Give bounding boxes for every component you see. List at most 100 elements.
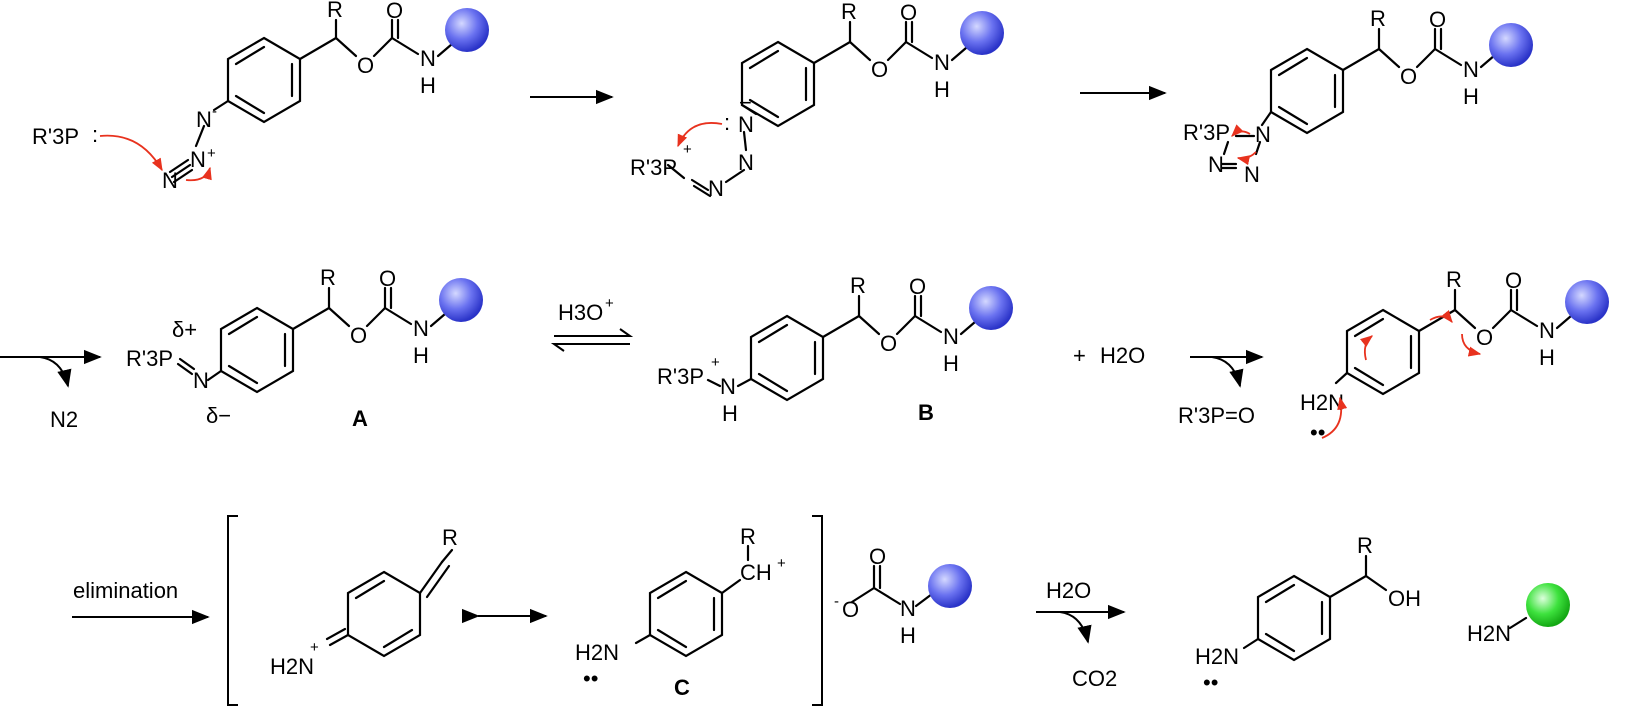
structure-C-benzylic-cation: R CH + H2N •• C <box>575 524 786 700</box>
amide-nitrogen: N <box>413 316 429 341</box>
r-label: R <box>327 0 343 22</box>
amide-hydrogen: H <box>1463 84 1479 109</box>
elimination-label: elimination <box>73 578 178 603</box>
lone-pair: •• <box>1310 420 1325 445</box>
structure-aminobenzyl-alcohol: R OH H2N •• <box>1195 533 1421 695</box>
azide-n1: N <box>196 107 212 132</box>
anion-charge: − <box>739 90 752 115</box>
r-label: R <box>841 0 857 24</box>
lone-pair: : <box>92 122 98 147</box>
structure-azide-carbamate: R O O N H N - N + N <box>162 0 489 193</box>
amino-group: H2N <box>1300 390 1344 415</box>
lone-pair: : <box>724 110 730 135</box>
compound-label-B: B <box>918 400 934 425</box>
decarboxylation-step: H2O CO2 <box>1036 578 1126 691</box>
ether-oxygen: O <box>357 53 374 78</box>
svg-text:H3O: H3O <box>558 300 603 325</box>
left-bracket <box>227 515 238 706</box>
water-label: H2O <box>1100 343 1145 368</box>
anionic-nitrogen: N <box>738 112 754 137</box>
phosphonium-charge: + <box>711 354 720 371</box>
r-label: R <box>442 525 458 550</box>
released-amine-group: H2N <box>1467 621 1511 646</box>
amino-group: H2N <box>575 640 619 665</box>
phosphonium: R'3P <box>657 364 704 389</box>
carbonyl-oxygen: O <box>869 544 886 569</box>
polymer-bead <box>969 286 1013 330</box>
hydrolysis-equilibrium: H3O + <box>550 295 634 352</box>
polymer-bead <box>1489 23 1533 67</box>
compound-label-A: A <box>352 406 368 431</box>
svg-text:R'3P: R'3P <box>657 364 704 389</box>
hydroxyl-group: OH <box>1388 586 1421 611</box>
phosphonium: R'3P <box>630 155 677 180</box>
r-label: R <box>1446 267 1462 292</box>
n2-label: N2 <box>50 407 78 432</box>
ether-oxygen: O <box>350 323 367 348</box>
anilino-nitrogen: N <box>720 374 736 399</box>
r-label: R <box>850 273 866 298</box>
amide-hydrogen: H <box>420 73 436 98</box>
ether-oxygen: O <box>871 57 888 82</box>
structure-carbamate-anion: O - O N H <box>834 544 972 648</box>
ether-oxygen: O <box>1476 325 1493 350</box>
amide-nitrogen: N <box>943 324 959 349</box>
amide-nitrogen: N <box>1539 318 1555 343</box>
carbonyl-oxygen: O <box>379 266 396 291</box>
ether-oxygen: O <box>880 331 897 356</box>
lone-pair: •• <box>583 666 598 691</box>
svg-text:H2N: H2N <box>1300 390 1344 415</box>
co2-label: CO2 <box>1072 666 1117 691</box>
partial-negative: δ− <box>206 403 231 428</box>
amide-nitrogen: N <box>900 596 916 621</box>
svg-text:R'3P: R'3P <box>32 124 79 149</box>
svg-text:R'3P=O: R'3P=O <box>1178 403 1255 428</box>
svg-text:H2O: H2O <box>1100 343 1145 368</box>
ring-n3: N <box>1208 152 1224 177</box>
svg-text:N2: N2 <box>50 407 78 432</box>
green-bead <box>1526 583 1570 627</box>
ylide-phosphorus: R'3P <box>126 346 173 371</box>
n2-loss-step: N2 <box>0 349 102 432</box>
polymer-bead <box>439 278 483 322</box>
polymer-bead <box>445 8 489 52</box>
svg-text:CH: CH <box>740 560 772 585</box>
h3o-label: H3O <box>558 300 603 325</box>
right-bracket <box>812 515 823 706</box>
structure-released-amine: H2N <box>1467 583 1570 646</box>
iminium-charge: + <box>310 639 319 656</box>
amide-hydrogen: H <box>943 351 959 376</box>
h3o-charge: + <box>605 295 614 312</box>
carbonyl-oxygen: O <box>386 0 403 23</box>
svg-text:H2O: H2O <box>1046 578 1091 603</box>
carboxylate-charge: - <box>834 593 839 610</box>
r-label: R <box>740 524 756 549</box>
polymer-bead <box>960 11 1004 55</box>
ether-oxygen: O <box>1400 64 1417 89</box>
svg-text:H2N: H2N <box>1195 644 1239 669</box>
r-label: R <box>320 265 336 290</box>
polymer-bead <box>928 564 972 608</box>
phosphine-reagent: R'3P : <box>32 122 212 182</box>
azide-n2: N <box>190 147 206 172</box>
azide-n1-charge: - <box>212 103 217 120</box>
ring-n3: N <box>708 176 724 201</box>
carbocation-charge: + <box>777 555 786 572</box>
plus-sign: + <box>1073 343 1086 368</box>
structure-A-iminophosphorane: R O O N H R'3P N δ+ δ− A <box>126 265 483 431</box>
ring-phosphorus: R'3P <box>1183 120 1230 145</box>
ring-n2: N <box>1244 162 1260 187</box>
carboxylate-oxygen: O <box>842 597 859 622</box>
amide-hydrogen: H <box>1539 345 1555 370</box>
azide-n2-charge: + <box>207 145 216 162</box>
amino-group: H2N <box>1195 644 1239 669</box>
polymer-bead <box>1565 280 1609 324</box>
amide-nitrogen: N <box>1463 57 1479 82</box>
svg-text:OH: OH <box>1388 586 1421 611</box>
structure-aniline-carbamate: R O O N H H2N •• <box>1300 267 1609 445</box>
amide-nitrogen: N <box>934 50 950 75</box>
ring-n2: N <box>738 150 754 175</box>
svg-text:CO2: CO2 <box>1072 666 1117 691</box>
water-label: H2O <box>1046 578 1091 603</box>
svg-text:R'3P: R'3P <box>126 346 173 371</box>
